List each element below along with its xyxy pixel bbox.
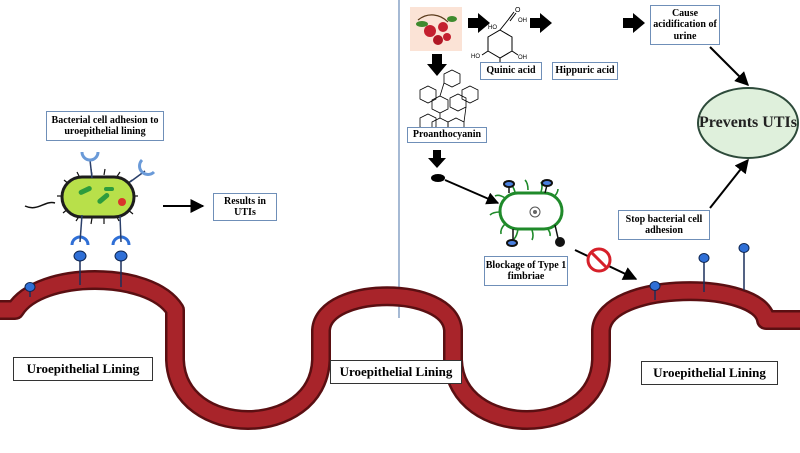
blockage-box: Blockage of Type 1 fimbriae bbox=[484, 256, 568, 286]
receptor-right-2 bbox=[698, 253, 710, 292]
no-entry-icon bbox=[586, 247, 612, 273]
arrow-to-fimbriae bbox=[444, 179, 500, 205]
block-arrow-2 bbox=[530, 13, 552, 33]
bacterial-adhesion-box: Bacterial cell adhesion to uroepithelial… bbox=[46, 111, 164, 141]
cranberry-image bbox=[410, 7, 462, 51]
hippuric-acid-box: Hippuric acid bbox=[552, 62, 618, 80]
stop-adhesion-box: Stop bacterial cell adhesion bbox=[618, 210, 710, 240]
receptor-left-1 bbox=[24, 282, 36, 297]
results-in-utis-box: Results in UTIs bbox=[213, 193, 277, 221]
receptor-right-3 bbox=[738, 243, 750, 290]
lining-label-right: Uroepithelial Lining bbox=[641, 361, 778, 385]
quinic-ho-label-2: HO bbox=[471, 54, 480, 60]
block-arrow-down-2 bbox=[428, 150, 446, 168]
uroepithelial-lining-fill bbox=[0, 272, 800, 428]
proanthocyanin-box: Proanthocyanin bbox=[407, 127, 487, 143]
lining-label-center: Uroepithelial Lining bbox=[330, 360, 462, 384]
quinic-acid-box: Quinic acid bbox=[480, 62, 542, 80]
quinic-acid-structure bbox=[481, 11, 519, 64]
block-arrow-down-1 bbox=[427, 54, 447, 76]
proanthocyanin-particle bbox=[431, 174, 445, 182]
quinic-oh-label-3: OH bbox=[518, 55, 527, 61]
lining-label-left: Uroepithelial Lining bbox=[13, 357, 153, 381]
cause-acidification-box: Cause acidification of urine bbox=[650, 5, 720, 45]
bacterium-left bbox=[24, 151, 156, 243]
bacterium-right bbox=[489, 179, 565, 247]
quinic-oh-label-1: OH bbox=[518, 18, 527, 24]
block-arrow-3 bbox=[623, 13, 645, 33]
proanthocyanin-structure bbox=[419, 69, 479, 136]
quinic-ho-label: HO bbox=[488, 25, 497, 31]
arrow-stop-to-prevents bbox=[709, 158, 749, 209]
block-arrow-1 bbox=[468, 13, 490, 33]
receptor-right-1 bbox=[649, 281, 661, 300]
arrow-acidification-to-prevents bbox=[709, 46, 749, 86]
quinic-o-label: O bbox=[515, 7, 521, 14]
prevents-utis-ellipse: Prevents UTIs bbox=[697, 87, 799, 159]
